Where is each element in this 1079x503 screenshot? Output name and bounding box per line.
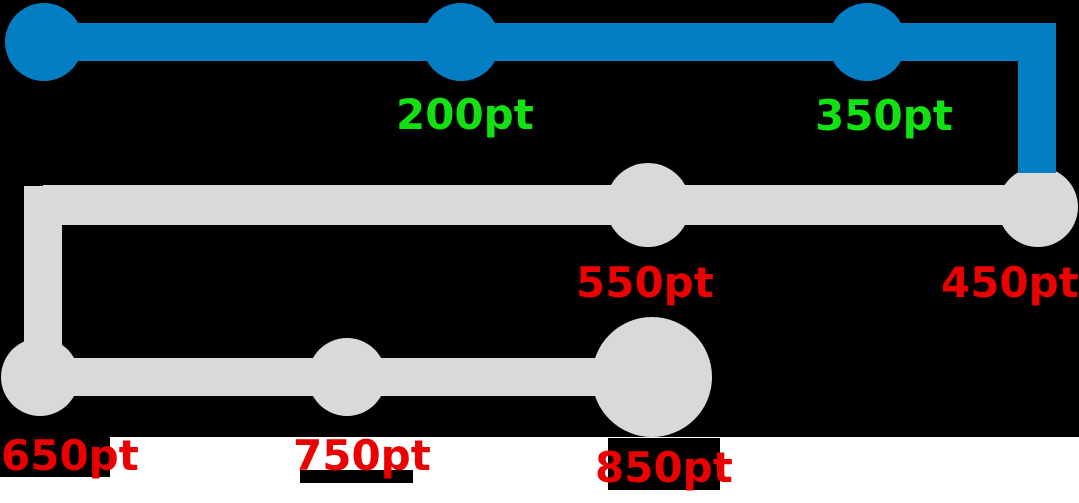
label-550pt: 550pt <box>576 258 714 307</box>
label-650pt: 650pt <box>1 431 139 480</box>
route-upcoming-middle-segment <box>43 185 1039 225</box>
label-200pt: 200pt <box>396 90 534 139</box>
label-backdrop-650pt <box>0 437 110 477</box>
label-750pt: 750pt <box>293 431 431 480</box>
route-completed-corner-segment <box>1018 23 1056 173</box>
label-backdrop-850pt <box>608 438 720 490</box>
node-650pt <box>1 338 79 416</box>
node-450pt <box>998 167 1078 247</box>
node-550pt <box>606 163 690 247</box>
node-start <box>5 3 83 81</box>
node-350pt <box>828 3 906 81</box>
label-backdrop-750pt <box>300 470 413 483</box>
node-200pt <box>422 3 500 81</box>
label-850pt: 850pt <box>595 443 733 492</box>
label-350pt: 350pt <box>815 91 953 140</box>
node-850pt <box>592 317 712 437</box>
node-750pt <box>308 338 386 416</box>
footer-strip <box>0 437 1079 503</box>
label-450pt: 450pt <box>941 258 1079 307</box>
